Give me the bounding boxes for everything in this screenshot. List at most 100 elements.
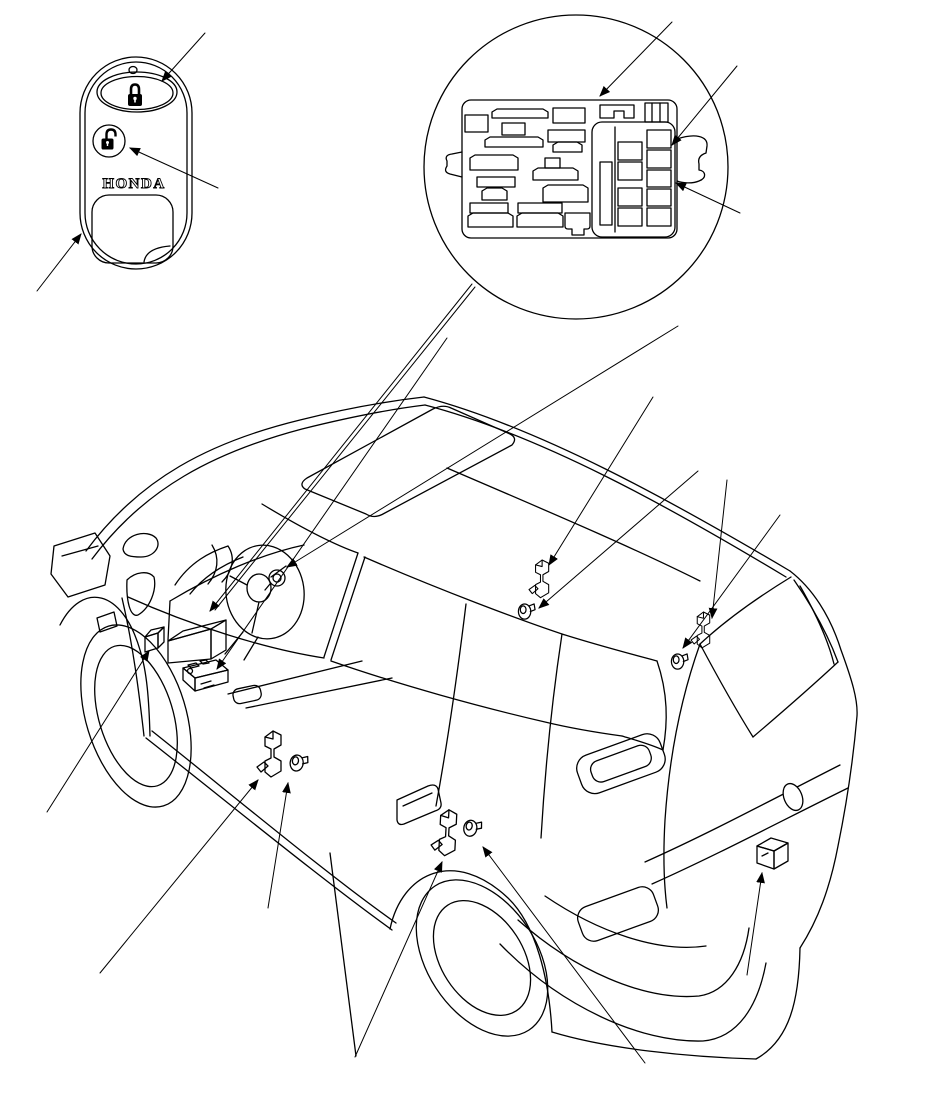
under-dash-fuse-relay-box [444, 99, 708, 239]
belt-line-mid [330, 660, 623, 737]
rear-glass-bottom [752, 661, 839, 738]
left-rear-knob-switch [517, 603, 536, 620]
door-seam-rear [540, 633, 563, 839]
rear-glass-top [699, 576, 792, 645]
dash-top [169, 544, 305, 602]
bumper-strake-2 [517, 919, 750, 998]
sill-inner [151, 730, 397, 924]
rear-body-edge [789, 570, 858, 949]
leader-sliding-door-actuator [354, 860, 443, 1058]
tail-lamp [576, 733, 666, 795]
callout-arrows [36, 21, 781, 1064]
relay-block [591, 121, 676, 238]
leader-left-rear-actuator [548, 396, 654, 566]
fob-inner-outline [84, 61, 188, 265]
belt-line-front [127, 596, 325, 659]
remote-transmitter: HONDA [79, 56, 193, 270]
fuse-field [464, 102, 669, 236]
leader-left-rear-knob [538, 470, 699, 609]
leader-unlock-button [128, 147, 219, 189]
a-pillar-inner [91, 404, 426, 560]
b-pillar [323, 552, 359, 658]
front-door-edge [121, 597, 145, 737]
leader-fuse-box [599, 21, 673, 97]
leader-receiver-unit [216, 337, 448, 670]
padlock-closed-icon [128, 83, 142, 106]
sliding-door-lock-actuator [429, 808, 458, 857]
leader-underdash-box [209, 283, 473, 612]
leader-front-door-knob [267, 781, 291, 909]
belt-line-quarter [621, 735, 664, 751]
cover-notch [143, 245, 171, 263]
c-pillar [656, 660, 667, 751]
fender-marker [96, 611, 118, 633]
leader-fender-box [46, 650, 150, 813]
fob-outline [79, 56, 193, 270]
front-door-handle [396, 784, 442, 826]
honda-emblem [782, 782, 804, 812]
keyring-hole [128, 65, 138, 75]
leader-tailgate-switch [746, 871, 765, 976]
left-rear-lock-actuator [528, 559, 550, 599]
rear-wheel [415, 879, 549, 1037]
front-door-lock-actuator [256, 730, 282, 778]
rear-glass-left [699, 643, 754, 738]
leader-right-rear-knob [682, 514, 781, 649]
magnifier-circle [423, 14, 729, 320]
leader-right-rear-actuator [708, 479, 728, 620]
headlamp-line [61, 545, 99, 557]
under-dash-fuse-box-location [167, 619, 227, 664]
garnish-line-1 [644, 764, 841, 863]
rear-wheel-arch [389, 870, 553, 1033]
front-wheel-arch [59, 596, 151, 737]
far-roof-rail [423, 396, 791, 572]
vehicle-illustration [50, 396, 858, 1060]
rear-glass-right-inner [799, 585, 835, 665]
door-seam-mid [435, 603, 467, 807]
bumper-bottom [551, 1031, 757, 1060]
leader-lock-button [161, 32, 206, 82]
leader-front-door-actuator [99, 779, 259, 974]
bumper-recess [576, 886, 660, 942]
battery-cover [91, 194, 174, 264]
fender-component-box [144, 626, 165, 653]
dash-edge [167, 600, 171, 641]
lock-button [96, 71, 178, 113]
front-wheel [80, 624, 192, 808]
leader-relay-2 [675, 182, 741, 214]
relay-slot [599, 161, 613, 226]
bumper-corner [755, 947, 801, 1060]
leader-ignition-cylinder [286, 325, 679, 568]
headlamp [50, 532, 111, 598]
brand-label: HONDA [102, 176, 165, 192]
door-quarter-glass [126, 572, 156, 616]
rear-glass-right [793, 579, 839, 663]
console [232, 684, 262, 705]
near-roof-rail [261, 503, 359, 554]
leader-sliding-door-knob [482, 846, 646, 1064]
window-top-rail [363, 556, 658, 662]
leader-relay-1 [671, 65, 738, 146]
defroster-line-1 [174, 545, 229, 586]
right-rear-knob-switch [670, 653, 689, 670]
right-rear-lock-actuator [690, 611, 711, 649]
front-door-knob-switch [288, 753, 310, 774]
sunroof [301, 405, 516, 518]
interior [167, 544, 393, 709]
bumper-strake-1 [499, 943, 767, 1042]
floor-line-2 [245, 677, 393, 709]
tailgate-seam [663, 643, 701, 909]
b-pillar-inner [330, 556, 366, 661]
padlock-open-icon [101, 128, 117, 150]
left-bracket-tab [444, 151, 463, 178]
ignition-key-cylinder [264, 569, 286, 591]
sill-outer [145, 737, 393, 931]
leader-underdash-box-2 [214, 286, 476, 611]
unlock-button [92, 124, 126, 158]
right-bracket-tab [676, 135, 708, 184]
leader-transmitter-body [36, 233, 82, 292]
side-mirror [122, 532, 159, 558]
floor-line-1 [227, 660, 363, 695]
